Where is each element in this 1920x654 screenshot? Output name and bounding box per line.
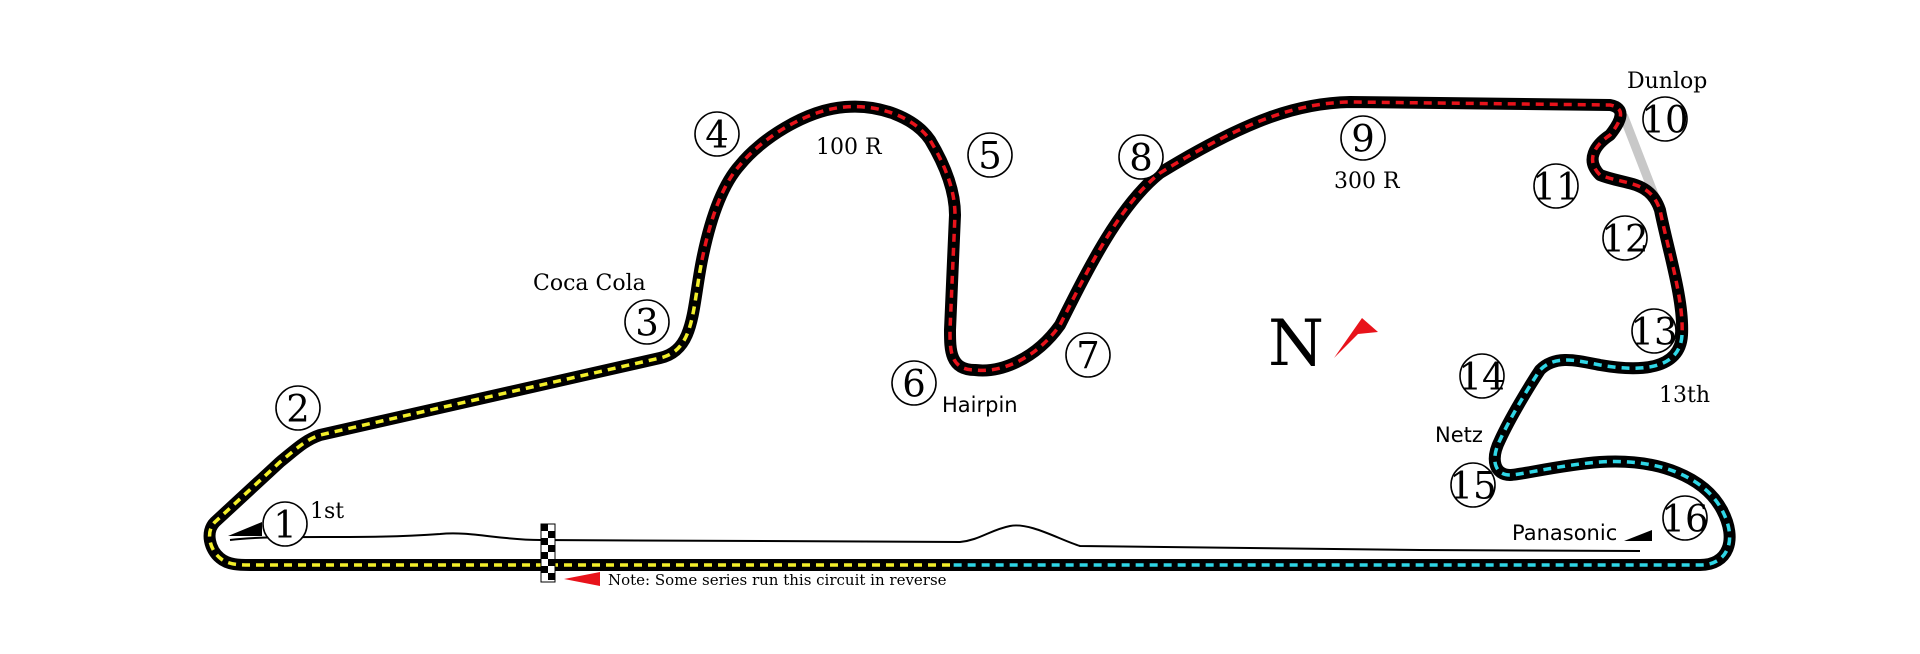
corner-circle — [694, 111, 740, 157]
direction-arrow-icon — [228, 522, 262, 536]
sector-1-dashes — [207, 259, 950, 567]
label-netz: Netz — [1435, 423, 1483, 447]
label-hairpin: Hairpin — [942, 393, 1018, 417]
corner-number: 2 — [286, 388, 310, 431]
reverse-note-arrow-icon — [564, 572, 600, 586]
corner-number: 9 — [1351, 118, 1375, 161]
corner-marker-14: 14 — [1458, 353, 1506, 399]
corner-number: 16 — [1661, 498, 1708, 541]
corner-number: 3 — [635, 302, 659, 345]
corner-number: 1 — [273, 504, 297, 547]
corner-number: 7 — [1076, 335, 1100, 378]
corner-number: 6 — [902, 363, 926, 406]
corner-circle — [275, 385, 321, 431]
sector-3-dashes — [950, 334, 1732, 567]
label-100r: 100 R — [816, 135, 883, 160]
corner-circle — [1533, 163, 1579, 209]
corner-circle — [1450, 462, 1496, 508]
corner-marker-15: 15 — [1449, 462, 1497, 508]
corner-circle — [1459, 353, 1505, 399]
reverse-note: Note: Some series run this circuit in re… — [608, 571, 947, 589]
corner-marker-11: 11 — [1532, 163, 1580, 209]
direction-arrow-icon — [1624, 530, 1652, 541]
corner-marker-10: 10 — [1641, 96, 1689, 142]
label-coca-cola: Coca Cola — [533, 271, 646, 296]
corner-number: 8 — [1129, 137, 1153, 180]
corner-marker-12: 12 — [1601, 215, 1649, 261]
corner-circle — [1642, 96, 1688, 142]
north-arrow-icon — [1334, 318, 1378, 358]
corner-number: 15 — [1449, 465, 1496, 508]
corner-circle — [1118, 134, 1164, 180]
corner-number: 11 — [1532, 166, 1579, 209]
corner-number: 10 — [1641, 99, 1688, 142]
north-label: N — [1268, 307, 1324, 381]
corner-circle — [262, 501, 308, 547]
start-finish-line — [540, 523, 556, 583]
corner-marker-16: 16 — [1661, 495, 1709, 541]
corner-marker-4: 4 — [694, 111, 740, 157]
corner-number: 13 — [1630, 311, 1677, 354]
corner-number: 14 — [1458, 356, 1505, 399]
corner-circle — [891, 360, 937, 406]
corner-marker-3: 3 — [624, 299, 670, 345]
label-1st: 1st — [310, 499, 344, 524]
corner-circle — [967, 132, 1013, 178]
corner-circle — [1662, 495, 1708, 541]
corner-marker-1: 1 — [262, 501, 308, 547]
corner-circle — [1065, 332, 1111, 378]
label-300r: 300 R — [1334, 169, 1401, 194]
corner-circle — [624, 299, 670, 345]
race-track — [203, 96, 1736, 571]
corner-marker-7: 7 — [1065, 332, 1111, 378]
corner-number: 12 — [1601, 218, 1648, 261]
corner-marker-6: 6 — [891, 360, 937, 406]
corner-marker-2: 2 — [275, 385, 321, 431]
corner-marker-8: 8 — [1118, 134, 1164, 180]
label-13th: 13th — [1659, 383, 1710, 408]
corner-circle — [1631, 308, 1677, 354]
corner-marker-13: 13 — [1630, 308, 1678, 354]
corner-marker-5: 5 — [967, 132, 1013, 178]
corner-circle — [1340, 115, 1386, 161]
corner-marker-9: 9 — [1340, 115, 1386, 161]
corner-number: 5 — [978, 135, 1002, 178]
sector-2-dashes — [700, 100, 1684, 373]
label-dunlop: Dunlop — [1627, 69, 1707, 94]
label-panasonic: Panasonic — [1512, 521, 1617, 545]
corner-circle — [1602, 215, 1648, 261]
pit-lane — [229, 524, 1641, 552]
corner-number: 4 — [705, 114, 729, 157]
